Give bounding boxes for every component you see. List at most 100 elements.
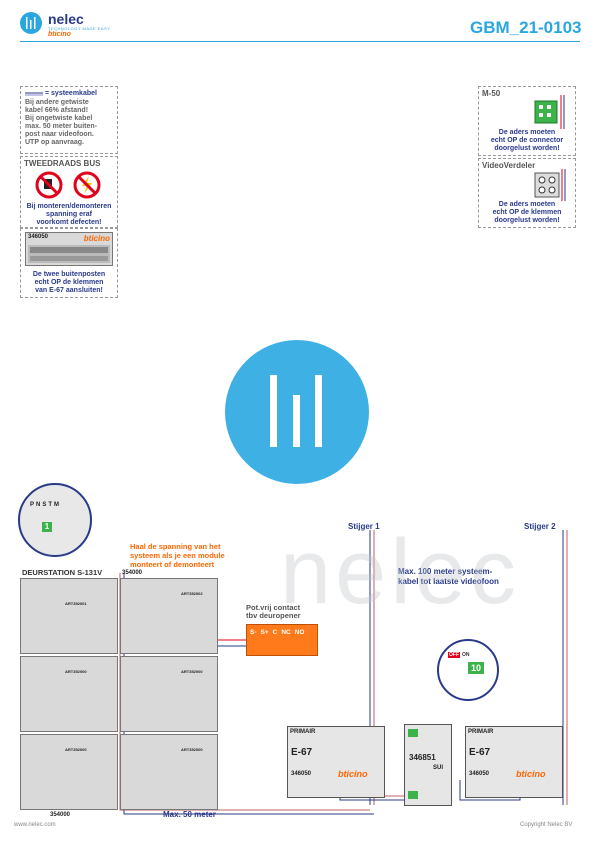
warning-line-2: monteert of demonteert	[130, 560, 215, 569]
door-module: ART352001	[20, 578, 118, 654]
bus-line-0: Bij monteren/demonteren	[26, 203, 112, 210]
posts-line-2: van E-67 aansluiten!	[35, 287, 103, 294]
cable-line-2: Bij ongetwiste kabel	[25, 115, 93, 122]
vv-code: 346851	[409, 753, 436, 762]
art-code: ART352002	[181, 591, 203, 596]
video-distributor: 346851 SUI	[404, 724, 452, 806]
dip-label-s: S	[42, 502, 47, 508]
note-cable: = systeemkabel Bij andere getwiste kabel…	[20, 86, 118, 154]
posts-brand: bticino	[83, 234, 110, 243]
m50-note-text: De aders moeten echt OP de connector doo…	[481, 129, 573, 153]
module-code-bottom: 354000	[50, 812, 71, 818]
door-module: ART352002	[120, 578, 218, 654]
bus-line-2: voorkomt defecten!	[36, 219, 102, 226]
switch-callout: OFF ON 10	[448, 652, 490, 674]
terminal-nc: NC	[281, 629, 291, 636]
cable-legend: = systeemkabel	[25, 90, 97, 98]
sub-brand: bticino	[48, 31, 71, 38]
warning-line-1: systeem als je een module	[130, 551, 225, 560]
max100-line-1: kabel tot laatste videofoon	[398, 577, 499, 586]
door-station-grid: ART352001 ART352002 ART352000 ART352000 …	[20, 578, 218, 810]
door-module: ART352000	[120, 656, 218, 732]
posts-line-1: echt OP de klemmen	[34, 279, 104, 286]
bus-title: TWEEDRAADS BUS	[24, 159, 101, 168]
deurstation-label: DEURSTATION S-131V	[22, 568, 103, 577]
terminal-c: C	[272, 629, 278, 636]
art-code: ART352001	[65, 601, 87, 606]
e67-2-title: E-67	[469, 747, 491, 758]
terminal-s-plus: S+	[260, 629, 269, 636]
door-module: ART352000	[20, 656, 118, 732]
e67-2-primair: PRIMAIR	[468, 729, 494, 735]
m50-connector-icon	[534, 95, 565, 129]
vv-line-1: echt OP de klemmen	[492, 209, 562, 216]
footer-website: www.nelec.com	[14, 822, 56, 828]
e67-1-code: 346050	[291, 771, 312, 777]
m50-line-2: doorgelust worden!	[494, 145, 560, 152]
warning-line-0: Haal de spanning van het	[130, 542, 221, 551]
off-label: OFF	[448, 652, 460, 658]
max100-line-0: Max. 100 meter systeem-	[398, 567, 493, 576]
dip-value-badge: 1	[42, 522, 52, 532]
bus-note-text: Bij monteren/demonteren spanning eraf vo…	[23, 203, 115, 227]
cable-line-icon	[25, 92, 43, 96]
cable-line-3: max. 50 meter buiten-	[25, 123, 97, 130]
cable-line-4: post naar videofoon.	[25, 131, 94, 138]
header-divider	[20, 41, 580, 42]
vv-note-text: De aders moeten echt OP de klemmen doorg…	[481, 201, 573, 225]
note-bus: TWEEDRAADS BUS Bij monteren/demonteren s…	[20, 156, 118, 228]
cable-note-text: Bij andere getwiste kabel 66% afstand! B…	[25, 99, 97, 147]
vv-connector-icon	[408, 729, 418, 737]
dip-label-t: T	[48, 502, 53, 508]
max100-label: Max. 100 meter systeem- kabel tot laatst…	[398, 567, 548, 587]
posts-note-text: De twee buitenposten echt OP de klemmen …	[23, 271, 115, 295]
terminal-strip-icon	[28, 245, 110, 263]
cable-line-1: kabel 66% afstand!	[25, 107, 89, 114]
m50-title: M-50	[482, 89, 501, 98]
e67-thumbnail: 346050 bticino	[25, 232, 113, 266]
contact-line-1: tbv deuropener	[246, 611, 301, 620]
art-code: ART352000	[181, 669, 203, 674]
door-module: ART352000	[120, 734, 218, 810]
document-id: GBM_21-0103	[470, 18, 582, 37]
m50-line-1: echt OP de connector	[490, 137, 564, 144]
note-vv: VideoVerdeler De aders moeten echt OP de…	[478, 158, 576, 228]
warning-text: Haal de spanning van het systeem als je …	[130, 542, 260, 569]
m50-line-0: De aders moeten	[498, 129, 556, 136]
no-plug-icon	[35, 171, 101, 199]
door-module: ART352000	[20, 734, 118, 810]
e67-1-title: E-67	[291, 747, 313, 758]
art-code: ART352000	[181, 747, 203, 752]
cable-line-0: Bij andere getwiste	[25, 99, 89, 106]
dip-label-p: P	[30, 502, 35, 508]
vv-title: VideoVerdeler	[482, 161, 536, 170]
e67-2-brand: bticino	[516, 769, 546, 779]
vv-connector-icon	[408, 791, 418, 799]
dip-label-m: M	[54, 502, 60, 508]
watermark-text: nelec	[280, 521, 520, 623]
terminal-s-minus: S-	[250, 629, 257, 636]
posts-module-code: 346050	[28, 234, 49, 240]
note-m50: M-50 De aders moeten echt OP de connecto…	[478, 86, 576, 156]
posts-line-0: De twee buitenposten	[32, 271, 106, 278]
terminal-no: NO	[294, 629, 305, 636]
e67-unit-2: PRIMAIR E-67 346050 bticino	[465, 726, 563, 798]
e67-1-brand: bticino	[338, 769, 368, 779]
vv-line-2: doorgelust worden!	[494, 217, 560, 224]
bus-line-1: spanning eraf	[46, 211, 92, 218]
footer-copyright: Copyright Nelec BV	[520, 822, 573, 828]
note-posts: 346050 bticino De twee buitenposten echt…	[20, 228, 118, 298]
stijger-1-label: Stijger 1	[348, 522, 380, 531]
nelec-logo-icon	[20, 12, 42, 34]
e67-unit-1: PRIMAIR E-67 346050 bticino	[287, 726, 385, 798]
cable-legend-label: = systeemkabel	[45, 90, 97, 97]
contact-label: Pot.vrij contact tbv deuropener	[246, 604, 316, 620]
door-opener-relay: S- S+ C NC NO	[246, 624, 318, 656]
vv-sub: SUI	[433, 765, 444, 771]
watermark-logo-icon	[225, 340, 369, 484]
module-code-top: 354000	[122, 570, 143, 576]
on-label: ON	[462, 652, 470, 658]
switch-value-badge: 10	[468, 662, 484, 674]
stijger-2-label: Stijger 2	[524, 522, 556, 531]
dip-switch-callout: P N S T M 1	[30, 502, 82, 532]
